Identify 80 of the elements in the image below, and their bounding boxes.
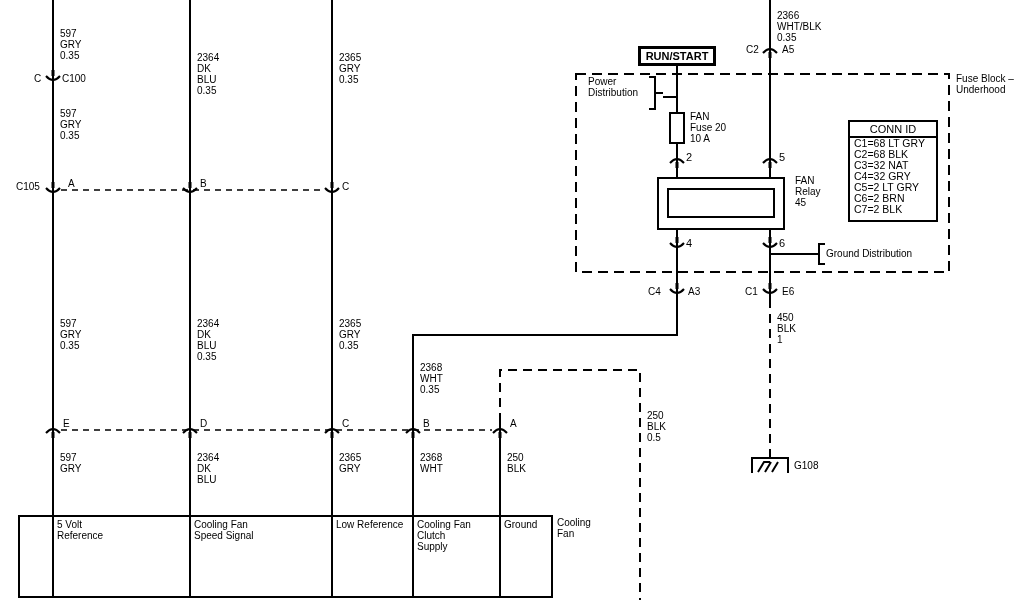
connector-id-table [848,120,938,222]
wire-label: 2364 DK BLU [196,452,221,485]
power-mode-box: RUN/START [638,46,716,66]
connector-label: E [63,418,70,429]
wire [499,369,641,600]
wire-label: 597 GRY 0.35 [59,108,83,141]
wire [189,437,191,516]
table-row: C4=32 GRY [854,171,911,182]
wire [331,0,333,183]
fuse-label: FAN Fuse 20 10 A [690,111,728,144]
wire-label: 2365 GRY [338,452,363,474]
pin-number: 2 [686,152,693,163]
wire [676,229,678,284]
pin-function-label: Low Reference [336,519,405,530]
wire-label: 450 BLK 1 [776,312,797,345]
connector-label: B [423,418,430,429]
connector-label: C [342,418,350,429]
wire-label: 2364 DK BLU 0.35 [196,52,221,96]
wire [412,298,678,423]
wire-label: 597 GRY 0.35 [59,28,83,61]
connector-label: C [342,181,350,192]
pin-number: 4 [686,238,693,249]
wire [769,253,816,284]
wire-label: 2366 WHT/BLK 0.35 [776,10,823,43]
connector-label: C4 [648,286,661,297]
wire [499,437,501,516]
connector-label: A3 [688,286,701,297]
wire [676,143,678,178]
fuse-block-name: Fuse Block – Underhood [956,73,1014,95]
table-row: C7=2 BLK [854,204,903,215]
connector-label: C100 [62,73,86,84]
table-row: C1=68 LT GRY [854,138,925,149]
wire [769,0,771,43]
wire [769,298,771,456]
wire [52,197,54,423]
wire [662,96,678,113]
pin-function-label: Ground [504,519,539,530]
wire-label: 250 BLK 0.5 [646,410,667,443]
table-header: CONN ID [850,122,936,138]
pin-function-label: Cooling Fan Clutch Supply [417,519,472,552]
distribution-label: Ground Distribution [826,248,914,259]
pin-number: 5 [779,152,786,163]
wire-label: 597 GRY [59,452,83,474]
wire-label: 597 GRY 0.35 [59,318,83,351]
wire [52,0,54,71]
table-row: C6=2 BRN [854,193,905,204]
table-row: C5=2 LT GRY [854,182,920,193]
wire-label: 2368 WHT [419,452,444,474]
wire-label: 2365 GRY 0.35 [338,318,363,351]
connector-label: A5 [782,44,795,55]
component-name: Cooling Fan [557,517,592,539]
wire-label: 250 BLK [506,452,527,474]
pin-number: 6 [779,238,786,249]
connector-label: C1 [745,286,758,297]
ground-id: G108 [794,460,820,471]
wire [52,437,54,516]
table-row: C3=32 NAT [854,160,909,171]
connector-label: D [200,418,208,429]
connector-label: C105 [16,181,40,192]
wire-label: 2368 WHT 0.35 [419,362,444,395]
wire [769,57,771,178]
wire [331,437,333,516]
wire [189,0,191,183]
pin-function-label: Cooling Fan Speed Signal [194,519,254,541]
connector-label: A [510,418,517,429]
wire [412,437,414,516]
connector-label: C [34,73,42,84]
connector-label: A [68,178,75,189]
pin-function-label: 5 Volt Reference [57,519,105,541]
relay-label: FAN Relay 45 [795,175,822,208]
wire [52,85,54,183]
wire-label: 2364 DK BLU 0.35 [196,318,221,362]
wire [331,197,333,423]
wire [189,197,191,423]
connector-label: B [200,178,207,189]
connector-label: C2 [746,44,759,55]
table-row: C2=68 BLK [854,149,908,160]
distribution-label: Power Distribution [588,76,640,98]
connector-label: E6 [782,286,795,297]
wire-label: 2365 GRY 0.35 [338,52,363,85]
